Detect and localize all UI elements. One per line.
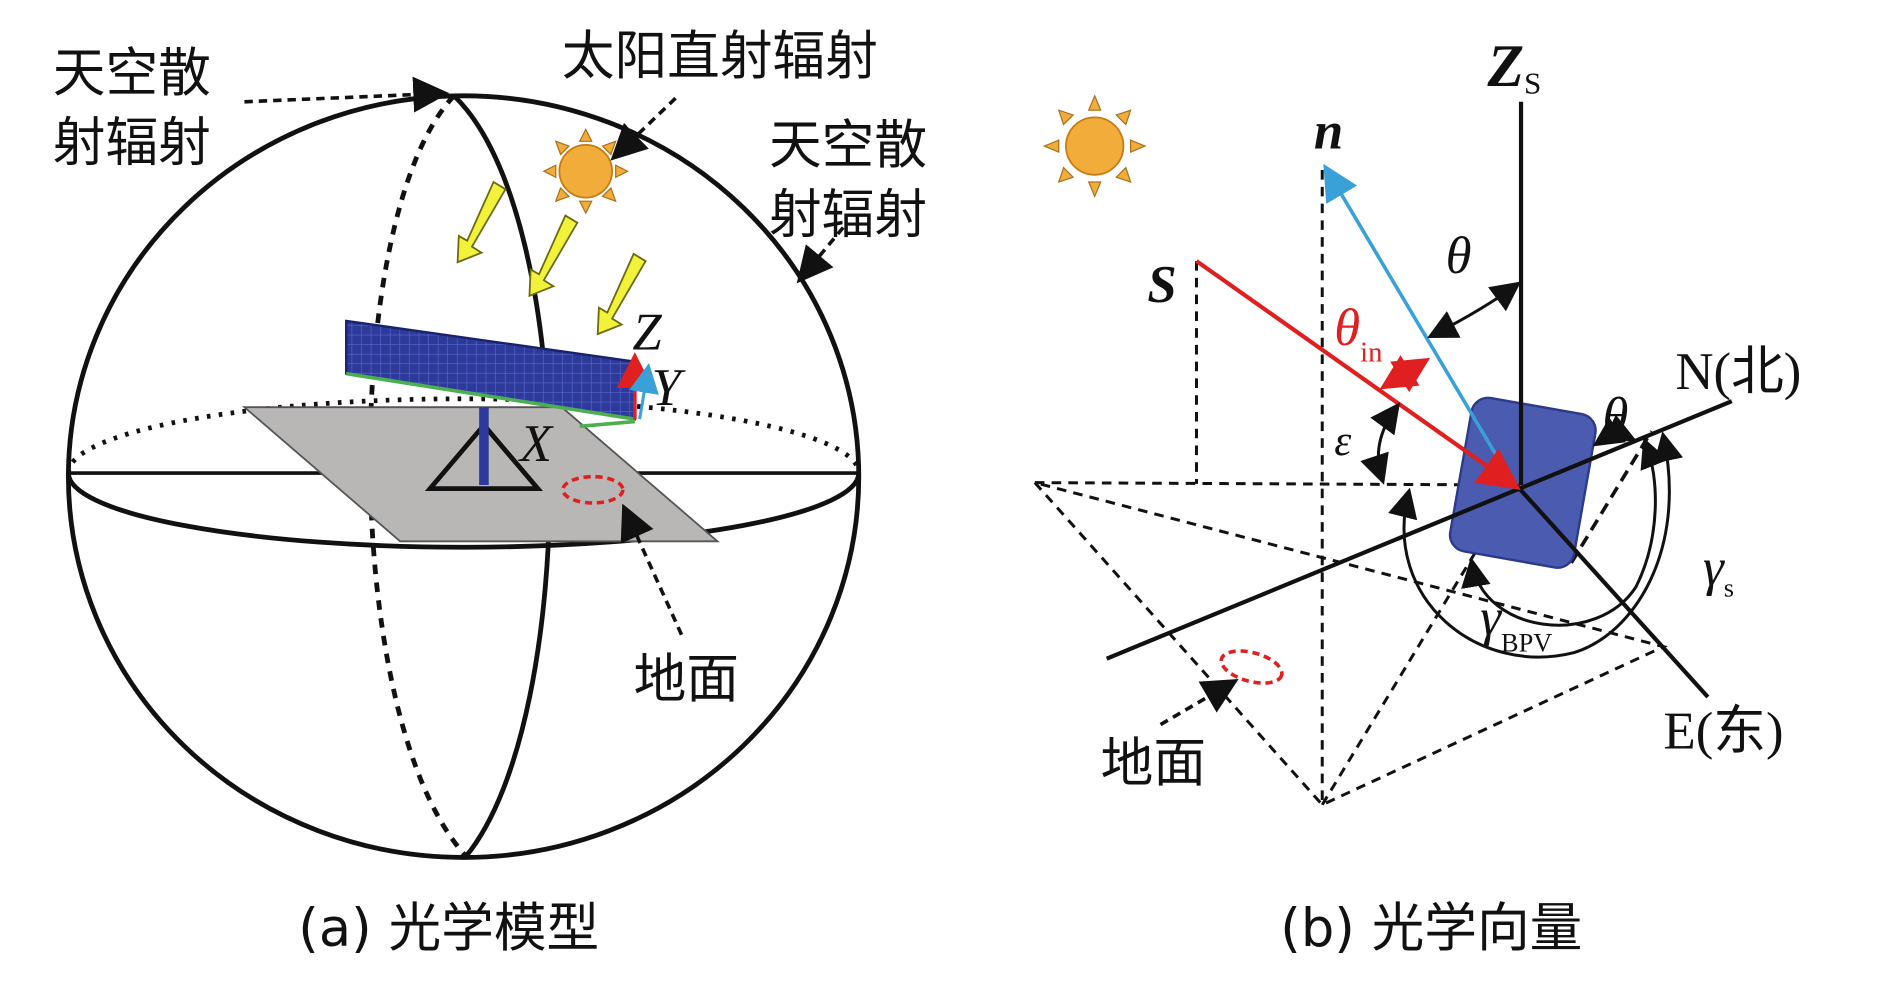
theta-in-label: θin (1334, 299, 1382, 369)
horizon-front (65, 472, 862, 550)
east-axis (1514, 483, 1710, 699)
pointer-ground-label (620, 503, 684, 636)
n-label: n (1314, 102, 1343, 160)
sky-diffuse-left-line1: 天空散 (53, 43, 211, 104)
theta-right-label: θ (1602, 388, 1628, 446)
sun-icon (542, 127, 629, 215)
panel-edge (345, 371, 636, 421)
y-axis-arrow (629, 362, 659, 420)
sun-icon (1042, 94, 1147, 198)
axis-x-label: X (518, 415, 554, 473)
ground-label: 地面 (634, 649, 739, 710)
tripod (424, 421, 544, 491)
theta-label: θ (1446, 227, 1472, 285)
direct-radiation-arrows (456, 180, 647, 336)
sky-diffuse-right-line2: 射辐射 (769, 184, 927, 245)
pointer-right-label (796, 226, 845, 284)
axis-y-label: Y (652, 359, 686, 417)
north-label: N(北) (1676, 343, 1802, 401)
zs-label: ZS (1486, 33, 1541, 100)
pointer-ground-label (1159, 678, 1239, 727)
caption-a: (a) 光学模型 (298, 898, 599, 959)
solar-panel (345, 319, 637, 421)
sun-vector-s (1195, 259, 1521, 490)
theta-in-arc (1379, 355, 1431, 393)
epsilon-label: ε (1334, 418, 1351, 465)
theta-arc (1427, 281, 1522, 339)
east-label: E(东) (1664, 702, 1784, 760)
horizontal-projection (1034, 481, 1517, 487)
ground-marker (561, 474, 625, 505)
x-axis-arrow (579, 419, 635, 429)
sky-diffuse-right-line1: 天空散 (769, 115, 927, 176)
ground-marker (1219, 649, 1284, 685)
s-label: S (1147, 256, 1176, 314)
axis-z-label: Z (632, 304, 662, 362)
gamma-s-label: γs (1703, 538, 1734, 602)
direct-radiation-label: 太阳直射辐射 (562, 26, 878, 87)
panel-b-optical-vectors: ZS n S θ θin ε N(北) θ γs γBPV E(东) 地面 (b… (1030, 33, 1802, 959)
projection-line (1320, 484, 1518, 806)
ground-triangle (1030, 479, 1668, 807)
gamma-bpv-arc (1461, 437, 1669, 627)
meridian-dashed (367, 94, 468, 858)
sky-diffuse-left-line2: 射辐射 (53, 112, 211, 173)
ground-label: 地面 (1101, 733, 1206, 794)
pointer-left-label (244, 76, 450, 113)
caption-b: (b) 光学向量 (1280, 898, 1582, 959)
horizon-back (65, 396, 862, 474)
epsilon-arc (1360, 402, 1401, 485)
panel-a-optical-model: 天空散 射辐射 太阳直射辐射 天空散 射辐射 Z Y X 地面 (a) 光学模型 (53, 26, 927, 959)
gamma-bpv-label: γBPV (1480, 589, 1552, 658)
